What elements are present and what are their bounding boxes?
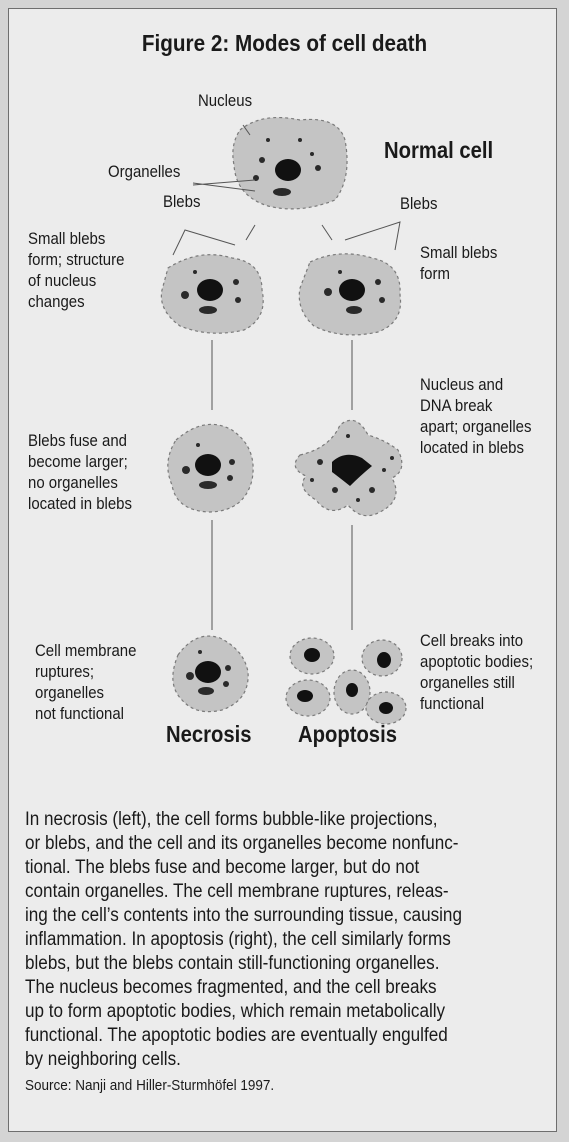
arrow-to-necrosis — [246, 225, 255, 240]
small-blebs-pointer-left — [173, 230, 235, 255]
label-blebs-left: Blebs — [163, 191, 200, 212]
normal-cell — [233, 118, 347, 209]
figure-source: Source: Nanji and Hiller-Sturmhöfel 1997… — [25, 1077, 274, 1094]
necrosis-cell-3 — [173, 636, 248, 712]
small-blebs-pointer-right — [345, 222, 400, 250]
label-organelles: Organelles — [108, 161, 180, 182]
label-blebs-right: Blebs — [400, 193, 437, 214]
label-apoptosis: Apoptosis — [298, 724, 397, 745]
arrow-to-apoptosis — [322, 225, 332, 240]
necrosis-cell-2 — [168, 424, 253, 512]
apoptosis-cell-1 — [299, 254, 400, 335]
necrosis-cell-1 — [161, 255, 263, 334]
apoptosis-cell-2 — [295, 420, 402, 515]
label-necrosis: Necrosis — [166, 724, 252, 745]
label-nucleus: Nucleus — [198, 90, 252, 111]
figure-caption: In necrosis (left), the cell forms bubbl… — [25, 808, 498, 1072]
apoptotic-bodies — [286, 638, 406, 724]
label-normal-cell: Normal cell — [384, 140, 493, 161]
